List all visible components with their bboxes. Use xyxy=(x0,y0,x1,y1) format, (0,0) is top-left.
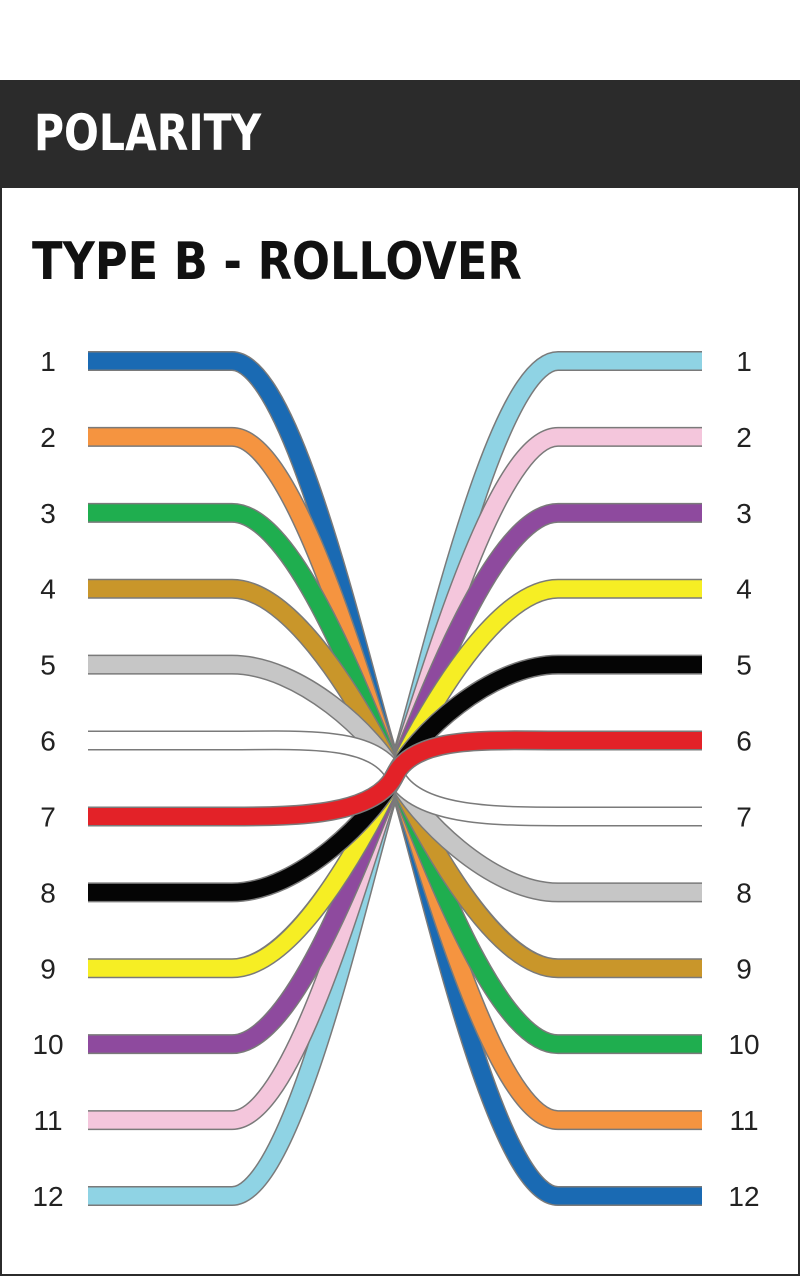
right-pin-label: 6 xyxy=(736,726,752,757)
left-pin-label: 3 xyxy=(40,498,56,529)
header-bar: POLARITY xyxy=(0,80,800,188)
right-pin-label: 12 xyxy=(728,1181,759,1212)
right-pin-label: 11 xyxy=(729,1105,758,1136)
right-pin-label: 10 xyxy=(728,1029,759,1060)
right-pin-label: 8 xyxy=(736,877,752,908)
left-pin-label: 6 xyxy=(40,726,56,757)
left-pin-label: 5 xyxy=(40,650,56,681)
left-pin-label: 9 xyxy=(40,953,56,984)
diagram-subtitle: TYPE B - ROLLOVER xyxy=(32,232,522,292)
fiber-group xyxy=(88,351,702,1206)
left-pin-label: 8 xyxy=(40,877,56,908)
header-title: POLARITY xyxy=(34,104,262,162)
left-pin-label: 11 xyxy=(33,1105,62,1136)
left-pin-label: 7 xyxy=(40,801,56,832)
right-pin-label: 2 xyxy=(736,422,752,453)
left-pin-label: 10 xyxy=(32,1029,63,1060)
left-pin-label: 1 xyxy=(40,346,56,377)
right-pin-label: 4 xyxy=(736,574,752,605)
fiber-red xyxy=(88,731,702,825)
right-pin-label: 5 xyxy=(736,650,752,681)
right-pin-label: 1 xyxy=(736,346,752,377)
left-pin-label: 12 xyxy=(32,1181,63,1212)
left-pin-label: 2 xyxy=(40,422,56,453)
left-pin-label: 4 xyxy=(40,574,56,605)
right-pin-label: 9 xyxy=(736,953,752,984)
right-pin-label: 7 xyxy=(736,801,752,832)
right-pin-label: 3 xyxy=(736,498,752,529)
